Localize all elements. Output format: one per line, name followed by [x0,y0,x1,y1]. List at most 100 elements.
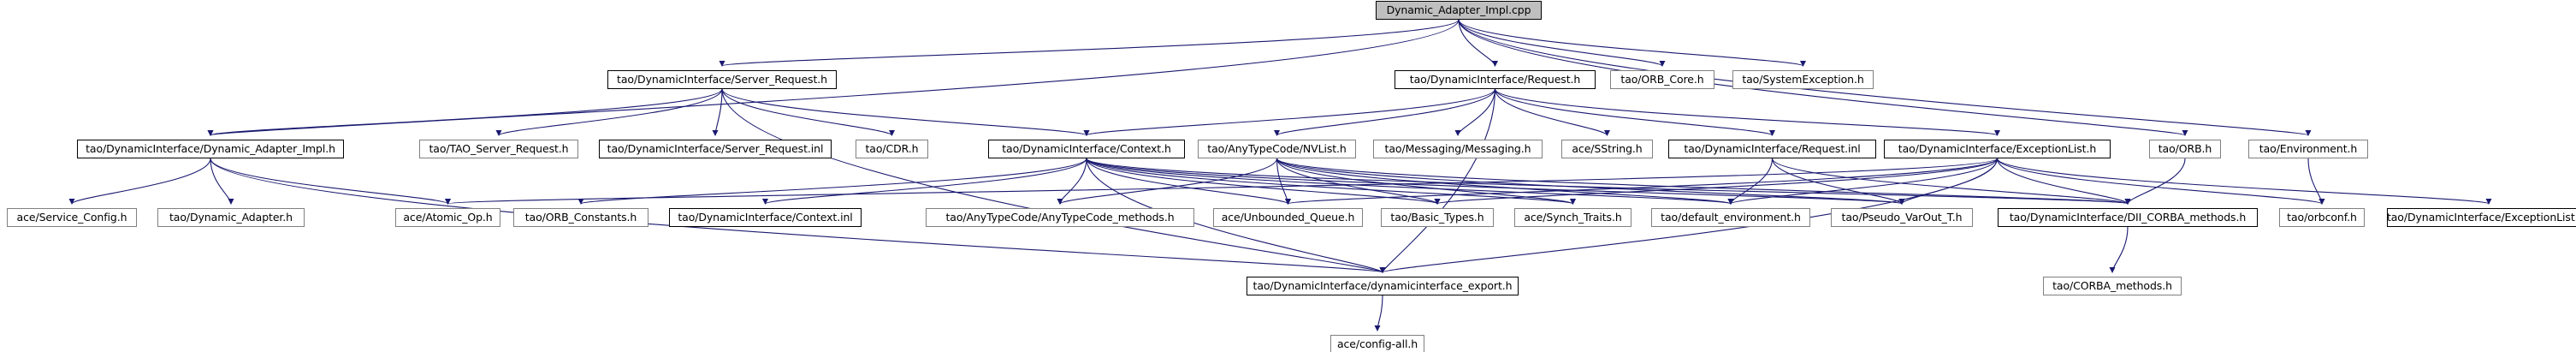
graph-edge [1276,158,1441,205]
graph-node[interactable]: ace/Synch_Traits.h [1514,208,1631,227]
graph-edge [1057,158,1278,205]
graph-node[interactable]: ace/SString.h [1561,140,1653,158]
graph-node-label: tao/DynamicInterface/Context.inl [678,210,853,224]
graph-node[interactable]: ace/config-all.h [1330,335,1424,352]
graph-node[interactable]: tao/Environment.h [2248,140,2368,158]
graph-edge [1494,88,1775,136]
graph-node-label: tao/ORB.h [2158,141,2212,155]
graph-node-label: tao/ORB_Constants.h [524,210,637,224]
graph-node[interactable]: tao/orbconf.h [2279,208,2365,227]
graph-node[interactable]: tao/SystemException.h [1732,70,1874,89]
graph-edge [207,88,723,136]
graph-edge [762,158,1087,205]
graph-edge [720,19,1460,67]
graph-node[interactable]: tao/AnyTypeCode/AnyTypeCode_methods.h [926,208,1194,227]
graph-edge [721,88,1090,136]
graph-node-label: tao/Dynamic_Adapter.h [169,210,293,224]
graph-node-label: tao/Messaging/Messaging.h [1384,141,1531,155]
graph-edge [446,158,1999,205]
graph-edge [712,88,723,136]
graph-edge [1458,19,1498,67]
graph-node[interactable]: tao/DynamicInterface/Context.inl [669,208,862,227]
graph-node[interactable]: tao/Messaging/Messaging.h [1373,140,1543,158]
graph-edge [2307,158,2325,205]
graph-node[interactable]: tao/ORB.h [2149,140,2221,158]
graph-node[interactable]: tao/Basic_Types.h [1381,208,1494,227]
graph-node[interactable]: tao/TAO_Server_Request.h [419,140,578,158]
graph-node[interactable]: tao/DynamicInterface/Server_Request.h [607,70,837,89]
graph-edge [721,88,1385,273]
graph-node-label: tao/DynamicInterface/Server_Request.inl [607,141,824,155]
graph-node[interactable]: tao/CDR.h [856,140,928,158]
graph-edge [1086,158,2130,205]
graph-node-label: tao/DynamicInterface/Request.h [1409,72,1581,86]
graph-node-label: tao/AnyTypeCode/NVList.h [1207,141,1347,155]
graph-edge [1454,88,1496,136]
graph-edge [1996,158,2492,205]
graph-edge [1057,158,1087,205]
graph-edge [577,158,1087,205]
graph-edge [1374,295,1383,331]
graph-edge [1276,158,1905,205]
graph-edge [721,88,895,136]
graph-node[interactable]: tao/DynamicInterface/Dynamic_Adapter_Imp… [77,140,344,158]
graph-node-label: Dynamic_Adapter_Impl.cpp [1386,3,1531,16]
graph-node[interactable]: Dynamic_Adapter_Impl.cpp [1376,1,1542,20]
graph-edge [1458,19,1666,67]
graph-node[interactable]: tao/DynamicInterface/DII_CORBA_methods.h [1998,208,2258,227]
graph-edge [1379,88,1496,273]
graph-edge [1086,158,1576,205]
graph-node[interactable]: tao/DynamicInterface/Context.h [988,140,1185,158]
graph-edge [1276,158,2130,205]
graph-edge [210,158,234,205]
graph-node[interactable]: tao/DynamicInterface/dynamicinterface_ex… [1247,277,1519,295]
graph-edge [1086,158,1441,205]
graph-node[interactable]: tao/ORB_Core.h [1610,70,1714,89]
graph-node[interactable]: tao/AnyTypeCode/NVList.h [1198,140,1356,158]
graph-edge [1771,158,1905,205]
graph-node-label: tao/DynamicInterface/Context.h [1002,141,1171,155]
graph-edge [1276,158,1576,205]
graph-node-label: ace/Service_Config.h [16,210,127,224]
graph-node-label: tao/Environment.h [2259,141,2358,155]
graph-edge [1434,158,1999,205]
graph-node[interactable]: ace/Unbounded_Queue.h [1213,208,1363,227]
graph-edge [1996,158,2131,205]
graph-node-label: ace/SString.h [1572,141,1643,155]
graph-edge [495,88,723,136]
graph-node[interactable]: tao/default_environment.h [1651,208,1810,227]
graph-node-label: ace/config-all.h [1336,337,1418,350]
graph-node[interactable]: tao/ORB_Constants.h [513,208,648,227]
graph-node-label: tao/SystemException.h [1742,72,1864,86]
graph-node-label: tao/AnyTypeCode/AnyTypeCode_methods.h [945,210,1175,224]
graph-edge [210,158,451,205]
graph-node-label: tao/DynamicInterface/ExceptionList.h [1898,141,2097,155]
graph-node-label: tao/DynamicInterface/DII_CORBA_methods.h [2009,210,2247,224]
graph-node[interactable]: tao/DynamicInterface/ExceptionList.h [1884,140,2111,158]
graph-edge [1771,158,2131,205]
graph-node-label: tao/orbconf.h [2287,210,2357,224]
graph-edge [1285,158,1999,205]
graph-node-label: tao/DynamicInterface/Request.inl [1684,141,1861,155]
graph-node-label: tao/default_environment.h [1661,210,1801,224]
graph-node[interactable]: ace/Atomic_Op.h [395,208,500,227]
graph-node-label: tao/CDR.h [865,141,919,155]
graph-node-label: tao/ORB_Core.h [1620,72,1704,86]
graph-node-label: tao/TAO_Server_Request.h [429,141,569,155]
graph-node[interactable]: tao/CORBA_methods.h [2043,277,2182,295]
graph-edge [1727,158,1999,205]
graph-edge [2124,158,2186,205]
graph-node[interactable]: tao/Pseudo_VarOut_T.h [1831,208,1973,227]
graph-node[interactable]: ace/Service_Config.h [7,208,137,227]
graph-node[interactable]: tao/Dynamic_Adapter.h [157,208,305,227]
graph-node-label: tao/DynamicInterface/Server_Request.h [617,72,827,86]
graph-node[interactable]: tao/DynamicInterface/ExceptionList.inl [2387,208,2576,227]
graph-edge [2109,226,2129,273]
graph-node[interactable]: tao/DynamicInterface/Request.h [1395,70,1596,89]
graph-edge [1083,88,1496,136]
graph-node[interactable]: tao/DynamicInterface/Server_Request.inl [599,140,832,158]
graph-edge [1727,158,1774,205]
graph-node[interactable]: tao/DynamicInterface/Request.inl [1668,140,1876,158]
graph-edge [1898,158,1999,205]
